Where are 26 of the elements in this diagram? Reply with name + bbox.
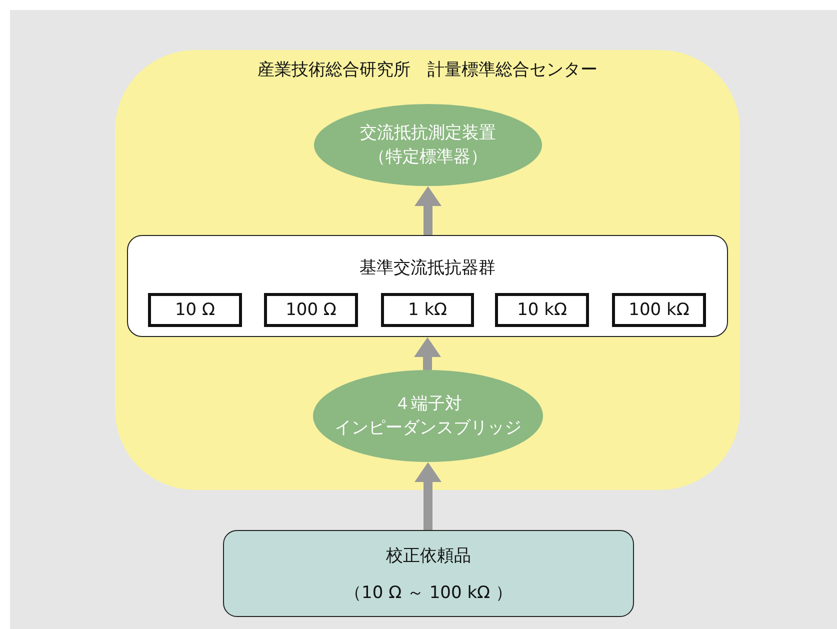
resistor-value: 100 Ω [286, 300, 336, 320]
arrow [414, 186, 442, 235]
arrow [414, 337, 441, 370]
ellipse-label: （特定標準器） [368, 146, 488, 169]
process-ellipse [314, 104, 542, 186]
ellipse-label: ４端子対 [394, 393, 462, 416]
sample-box [223, 530, 634, 617]
resistor-box [612, 293, 706, 327]
arrow [414, 462, 442, 530]
region-title: 産業技術総合研究所 計量標準総合センター [258, 59, 598, 81]
resistor-value: 10 kΩ [517, 300, 567, 320]
resistor-box [495, 293, 589, 327]
sample-label: （10 Ω ～ 100 kΩ ） [344, 582, 512, 604]
ellipse-label: インピーダンスブリッジ [334, 417, 522, 440]
process-ellipse [313, 370, 543, 462]
resistor-value: 1 kΩ [408, 300, 448, 320]
group-box [127, 235, 728, 337]
sample-label: 校正依頼品 [386, 544, 471, 566]
resistor-box [381, 293, 474, 327]
resistor-box [148, 293, 242, 327]
group-title: 基準交流抵抗器群 [360, 257, 496, 279]
region-panel [115, 50, 740, 490]
resistor-value: 100 kΩ [628, 300, 690, 320]
resistor-value: 10 Ω [174, 300, 216, 320]
ellipse-label: 交流抵抗測定装置 [360, 122, 496, 145]
resistor-box [264, 293, 358, 327]
